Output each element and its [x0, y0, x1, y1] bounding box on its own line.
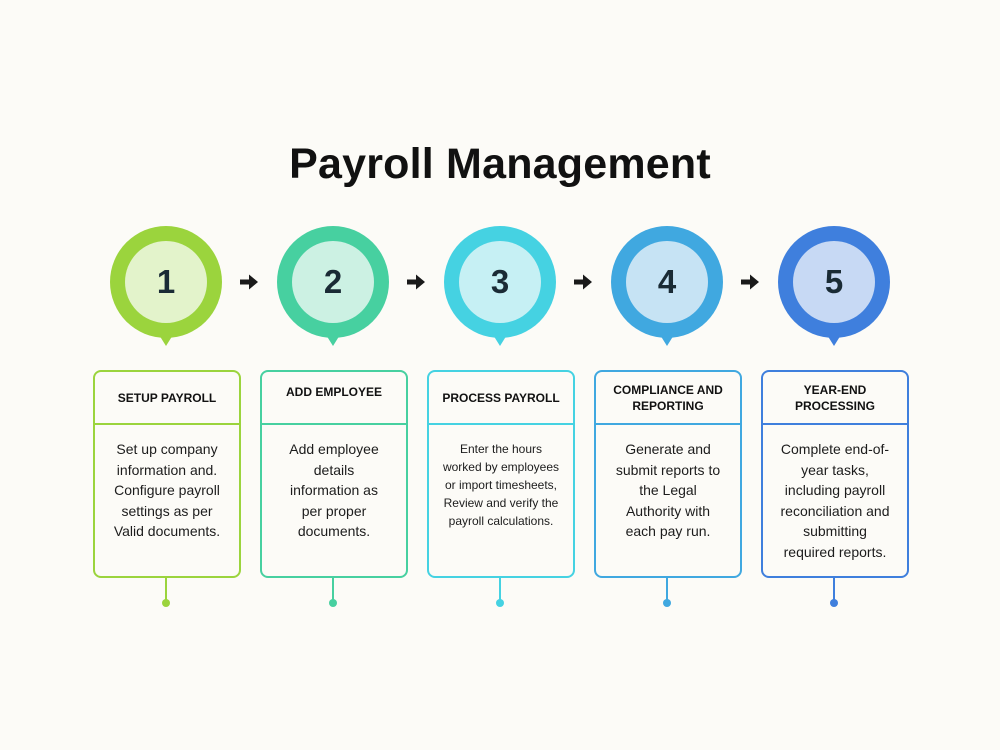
step-3: 3 PROCESS PAYROLL Enter the hours worked…: [427, 0, 575, 750]
step-2-description: Add employee details information as per …: [289, 441, 379, 539]
step-4: 4 COMPLIANCE AND REPORTING Generate and …: [594, 0, 742, 750]
step-1-connector-dot: [162, 599, 170, 607]
arrow-right-icon: [240, 274, 258, 290]
step-5: 5 YEAR-END PROCESSING Complete end-of-ye…: [761, 0, 909, 750]
step-4-heading: COMPLIANCE AND REPORTING: [596, 372, 740, 425]
arrow-right-icon: [407, 274, 425, 290]
step-4-connector: [666, 576, 668, 601]
step-2-number: 2: [292, 241, 374, 323]
step-2-connector-dot: [329, 599, 337, 607]
step-5-card: YEAR-END PROCESSING Complete end-of-year…: [761, 370, 909, 578]
step-1-marker: 1: [110, 226, 222, 346]
step-1-number: 1: [125, 241, 207, 323]
step-1-connector: [165, 576, 167, 601]
step-2: 2 ADD EMPLOYEE Add employee details info…: [260, 0, 408, 750]
step-5-heading: YEAR-END PROCESSING: [763, 372, 907, 425]
step-5-marker: 5: [778, 226, 890, 346]
step-5-description: Complete end-of-year tasks, including pa…: [780, 441, 890, 560]
step-2-connector: [332, 576, 334, 601]
step-1-description: Set up company information and. Configur…: [113, 441, 221, 539]
step-5-connector-dot: [830, 599, 838, 607]
step-5-connector: [833, 576, 835, 601]
step-4-marker: 4: [611, 226, 723, 346]
step-3-card: PROCESS PAYROLL Enter the hours worked b…: [427, 370, 575, 578]
step-3-connector: [499, 576, 501, 601]
step-1-heading: SETUP PAYROLL: [95, 372, 239, 425]
step-2-heading: ADD EMPLOYEE: [262, 372, 406, 425]
step-3-description: Enter the hours worked by employees or i…: [442, 442, 560, 528]
step-1: 1 SETUP PAYROLL Set up company informati…: [93, 0, 241, 750]
step-4-card: COMPLIANCE AND REPORTING Generate and su…: [594, 370, 742, 578]
step-3-number: 3: [459, 241, 541, 323]
step-3-heading: PROCESS PAYROLL: [429, 372, 573, 425]
step-2-card: ADD EMPLOYEE Add employee details inform…: [260, 370, 408, 578]
step-5-number: 5: [793, 241, 875, 323]
page-title: Payroll Management: [289, 140, 711, 188]
step-4-connector-dot: [663, 599, 671, 607]
step-4-number: 4: [626, 241, 708, 323]
step-1-card: SETUP PAYROLL Set up company information…: [93, 370, 241, 578]
step-3-marker: 3: [444, 226, 556, 346]
arrow-right-icon: [741, 274, 759, 290]
step-3-connector-dot: [496, 599, 504, 607]
arrow-right-icon: [574, 274, 592, 290]
step-4-description: Generate and submit reports to the Legal…: [615, 441, 721, 539]
step-2-marker: 2: [277, 226, 389, 346]
